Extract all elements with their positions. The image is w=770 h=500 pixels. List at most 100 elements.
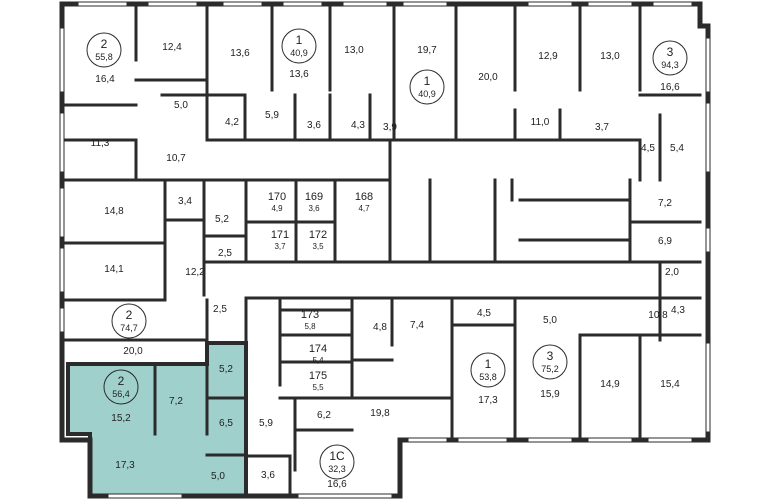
storage-number-label: 174 — [309, 343, 327, 355]
apartment-area-label: 74,7 — [120, 323, 138, 333]
room-area-label: 13,6 — [289, 69, 309, 80]
room-area-label: 4,3 — [671, 305, 685, 316]
room-area-label: 6,9 — [658, 236, 672, 247]
room-area-label: 17,3 — [115, 460, 135, 471]
apartment-badge — [532, 344, 568, 380]
apartment-area-label: 75,2 — [541, 364, 559, 374]
apartment-badge — [111, 303, 147, 339]
room-area-label: 14,1 — [104, 264, 124, 275]
room-area-label: 10,7 — [166, 153, 186, 164]
room-area-label: 11,3 — [91, 138, 110, 149]
apartment-area-label: 56,4 — [112, 389, 130, 399]
room-area-label: 2,5 — [213, 304, 227, 315]
storage-area-label: 3,6 — [308, 204, 320, 213]
apartment-rooms-label: 3 — [667, 45, 674, 59]
room-area-label: 5,9 — [265, 110, 279, 121]
apartment-badge — [103, 369, 139, 405]
room-area-label: 4,2 — [225, 117, 239, 128]
room-area-label: 4,5 — [641, 143, 655, 154]
storage-area-label: 4,9 — [271, 204, 283, 213]
room-area-label: 20,0 — [123, 346, 143, 357]
room-area-label: 6,5 — [219, 418, 233, 429]
storage-area-label: 5,4 — [312, 356, 324, 365]
apartment-badge — [652, 40, 688, 76]
storage-number-label: 169 — [305, 191, 323, 203]
apartment-area-label: 32,3 — [328, 464, 346, 474]
storage-number-label: 173 — [301, 309, 319, 321]
storage-area-label: 5,8 — [304, 322, 316, 331]
room-area-label: 11,0 — [531, 117, 550, 128]
apartment-badge — [409, 69, 445, 105]
room-area-label: 13,0 — [600, 51, 620, 62]
apartment-rooms-label: 2 — [126, 308, 133, 322]
internal-walls — [60, 2, 702, 498]
storage-number-label: 172 — [309, 229, 327, 241]
room-area-label: 5,4 — [670, 143, 684, 154]
room-area-label: 12,9 — [538, 51, 558, 62]
room-area-label: 16,6 — [327, 479, 347, 490]
room-area-label: 16,6 — [660, 82, 680, 93]
apartment-rooms-label: 2 — [118, 374, 125, 388]
storage-area-label: 4,7 — [358, 204, 370, 213]
room-area-label: 3,6 — [307, 120, 321, 131]
apartment-badge — [319, 444, 355, 480]
selected-apartment-outline — [66, 341, 248, 498]
room-area-label: 10,8 — [648, 310, 668, 321]
room-area-label: 2,5 — [218, 248, 232, 259]
apartment-rooms-label: 1С — [329, 449, 345, 463]
apartment-area-label: 40,9 — [290, 48, 308, 58]
room-area-label: 16,4 — [95, 74, 115, 85]
apartment-area-label: 55,8 — [95, 52, 113, 62]
room-area-label: 5,2 — [215, 214, 229, 225]
room-area-label: 3,7 — [595, 122, 609, 133]
labels: 255,8140,9140,9394,3274,7256,4153,8375,2… — [86, 28, 688, 490]
storage-number-label: 175 — [309, 370, 327, 382]
room-area-label: 7,2 — [169, 396, 183, 407]
room-area-label: 6,2 — [317, 410, 331, 421]
room-area-label: 15,4 — [660, 379, 680, 390]
room-area-label: 4,8 — [373, 322, 387, 333]
apartment-area-label: 94,3 — [661, 60, 679, 70]
apartment-rooms-label: 1 — [424, 74, 431, 88]
room-area-label: 17,3 — [478, 395, 498, 406]
apartment-badge — [86, 32, 122, 68]
room-area-label: 14,9 — [600, 379, 620, 390]
selected-apartment-highlight[interactable] — [68, 343, 246, 496]
apartment-badge — [470, 352, 506, 388]
storage-number-label: 171 — [271, 229, 289, 241]
storage-number-label: 170 — [268, 191, 286, 203]
storage-area-label: 3,7 — [274, 242, 286, 251]
room-area-label: 5,2 — [219, 364, 233, 375]
storage-number-label: 168 — [355, 191, 373, 203]
room-area-label: 3,9 — [383, 122, 397, 133]
apartment-rooms-label: 2 — [101, 37, 108, 51]
room-area-label: 13,6 — [230, 48, 250, 59]
storage-area-label: 5,5 — [312, 383, 324, 392]
apartment-area-label: 53,8 — [479, 372, 497, 382]
room-area-label: 20,0 — [478, 72, 498, 83]
room-area-label: 13,0 — [344, 45, 364, 56]
room-area-label: 5,0 — [211, 471, 225, 482]
room-area-label: 5,0 — [174, 100, 188, 111]
windows — [60, 2, 710, 498]
apartment-rooms-label: 3 — [547, 349, 554, 363]
apartment-2-56-4-area[interactable] — [68, 343, 246, 496]
apartment-area-label: 40,9 — [418, 89, 436, 99]
room-area-label: 12,2 — [185, 267, 205, 278]
room-area-label: 12,4 — [162, 42, 182, 53]
storage-area-label: 3,5 — [312, 242, 324, 251]
apartment-rooms-label: 1 — [485, 357, 492, 371]
room-area-label: 3,4 — [178, 196, 192, 207]
room-area-label: 15,9 — [540, 389, 560, 400]
room-area-label: 7,4 — [410, 320, 424, 331]
room-area-label: 4,3 — [351, 120, 365, 131]
apartment-rooms-label: 1 — [296, 33, 303, 47]
apartment-badge — [281, 28, 317, 64]
walls — [59, 1, 711, 499]
room-area-label: 19,8 — [370, 408, 390, 419]
room-area-label: 4,5 — [477, 308, 491, 319]
room-area-label: 7,2 — [658, 198, 672, 209]
room-area-label: 3,6 — [261, 470, 275, 481]
room-area-label: 15,2 — [111, 413, 131, 424]
